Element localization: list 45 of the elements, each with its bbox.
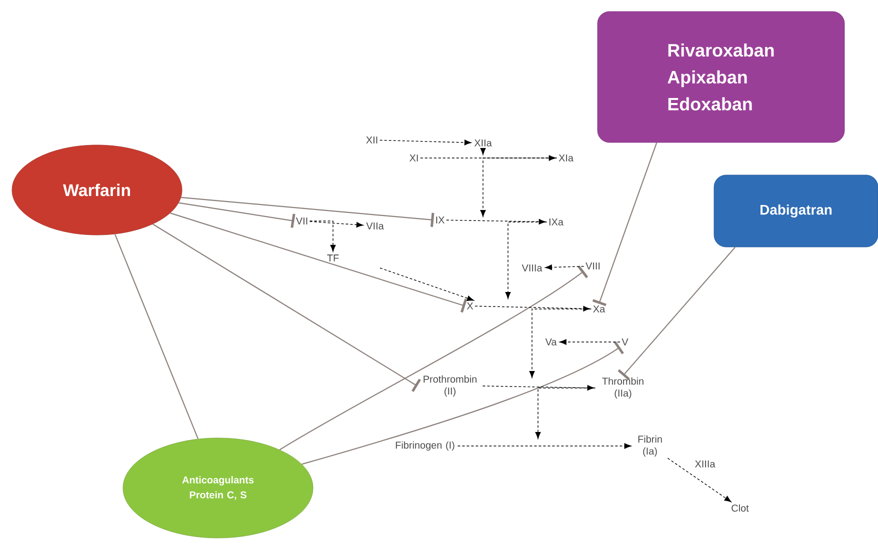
- factor-label: Prothrombin (II): [424, 375, 476, 397]
- arrow: [480, 148, 486, 155]
- factor-label: VIIIa: [522, 264, 542, 272]
- arrow: [667, 458, 732, 502]
- factor-label: XIIa: [474, 140, 492, 146]
- factor-label: TF: [327, 254, 339, 262]
- arrow: [545, 264, 584, 270]
- arrow: [420, 155, 556, 161]
- arrow: [535, 388, 596, 439]
- factor-label: XIa: [558, 154, 574, 162]
- factor-label: Clot: [732, 504, 749, 512]
- arrow: [560, 339, 620, 345]
- factor-label: Fibrin (Ia): [638, 435, 662, 457]
- factor-label: VIII: [586, 262, 600, 270]
- factor-label: V: [622, 338, 628, 346]
- factor-label: Fibrinogen (I): [396, 441, 454, 451]
- inhibition-line: [114, 234, 199, 440]
- factor-label: IXa: [549, 218, 564, 226]
- factor-label: IX: [436, 216, 444, 224]
- inhibition-line: [618, 246, 736, 380]
- factor-label: Thrombin (IIa): [602, 377, 644, 399]
- arrow: [474, 306, 590, 312]
- drug-box: Dabigatran: [714, 174, 878, 248]
- arrow: [446, 218, 546, 224]
- factor-label: VIIa: [366, 222, 384, 230]
- arrow: [379, 140, 472, 146]
- drug-box: Rivaroxaban Apixaban Edoxaban: [597, 11, 845, 143]
- arrow: [480, 158, 558, 217]
- arrow: [309, 221, 364, 228]
- factor-label: Va: [545, 338, 557, 346]
- arrow: [309, 220, 336, 252]
- arrow: [380, 268, 474, 301]
- arrow: [457, 443, 632, 449]
- factor-label: Xa: [593, 306, 606, 312]
- arrow: [482, 385, 594, 391]
- edge-label: XIIIa: [694, 460, 716, 468]
- factor-label: XI: [410, 154, 418, 162]
- factor-label: XII: [366, 136, 378, 144]
- arrow: [505, 222, 548, 299]
- factor-label: X: [466, 302, 474, 310]
- inhibition-line: [180, 196, 434, 227]
- inhibition-line: [178, 202, 296, 228]
- factor-label: VII: [296, 218, 308, 224]
- arrow: [529, 308, 592, 378]
- inhibition-line: [152, 224, 421, 392]
